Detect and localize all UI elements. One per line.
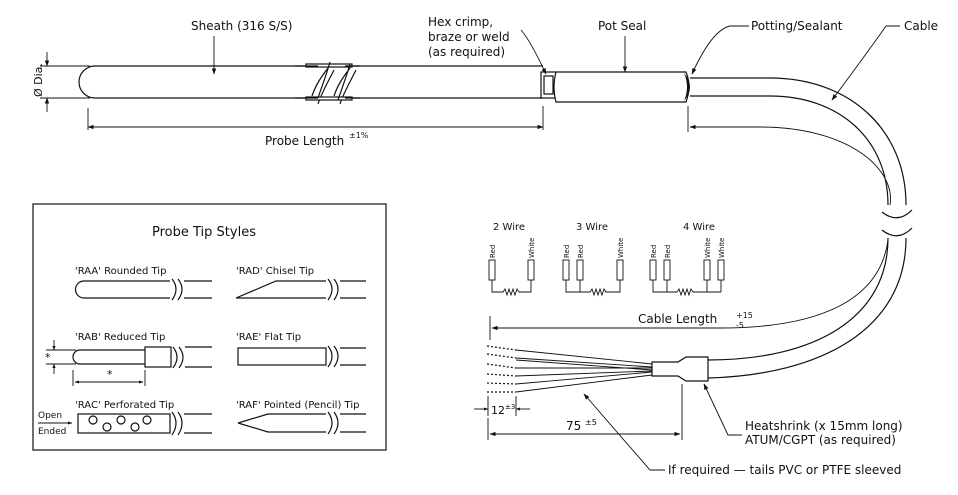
wire-red: Red [563, 245, 571, 258]
wire-red: Red [577, 245, 585, 258]
tip-rac-open-label: Open [38, 411, 62, 421]
wire-white: White [704, 238, 712, 258]
tip-rae-drawing [237, 345, 366, 368]
wiring-2-wire: Red White [488, 238, 536, 297]
tip-raf-label: 'RAF' Pointed (Pencil) Tip [236, 400, 359, 411]
tip-rad-label: 'RAD' Chisel Tip [236, 266, 314, 277]
cable [690, 77, 913, 379]
heatshrink-sleeve [651, 356, 709, 382]
tip-raa-label: 'RAA' Rounded Tip [75, 266, 166, 277]
tail-length-label: 12 [491, 404, 505, 417]
probe-length-dimension [87, 106, 544, 130]
potting-label: Potting/Sealant [751, 19, 843, 33]
heatshrink-label-1: Heatshrink (x 15mm long) [745, 419, 903, 433]
tip-rad-drawing [235, 278, 366, 301]
wire-red: Red [650, 245, 658, 258]
tip-rab-star-1: * [45, 351, 51, 364]
cable-label: Cable [904, 19, 938, 33]
tip-rac-drawing [38, 411, 212, 436]
tip-raa-drawing [74, 278, 212, 301]
heatshrink-position-tol: ±5 [585, 418, 597, 427]
wiring-3-label: 3 Wire [576, 222, 608, 233]
tails-leader [583, 393, 665, 471]
heatshrink-label-2: ATUM/CGPT (as required) [745, 433, 896, 447]
cable-length-tol-plus: +15 [736, 311, 753, 320]
tip-rab-drawing [46, 340, 212, 386]
hex-crimp-label-2: braze or weld [428, 30, 510, 44]
wiring-4-label: 4 Wire [683, 222, 715, 233]
wire-red: Red [664, 245, 672, 258]
cable-tails [486, 345, 653, 393]
wire-red: Red [489, 245, 497, 258]
heatshrink-position-label: 75 [566, 419, 581, 433]
diameter-dimension [40, 52, 90, 112]
probe-sheath [78, 61, 543, 105]
tails-note: If required — tails PVC or PTFE sleeved [668, 463, 901, 477]
tip-rac-ended-label: Ended [38, 427, 66, 437]
tip-rae-label: 'RAE' Flat Tip [236, 332, 301, 343]
wire-white: White [718, 238, 726, 258]
wire-white: White [528, 238, 536, 258]
cable-length-dimension [489, 106, 891, 340]
hex-crimp-leader [520, 29, 547, 75]
hex-crimp-label-3: (as required) [428, 45, 505, 59]
tip-rab-label: 'RAB' Reduced Tip [75, 332, 165, 343]
tip-styles-panel: Probe Tip Styles 'RAA' Rounded Tip 'RAD'… [32, 203, 387, 451]
potting-leader [691, 25, 749, 75]
tip-styles-title: Probe Tip Styles [152, 225, 256, 240]
sheath-label: Sheath (316 S/S) [191, 19, 292, 33]
tip-rab-star-2: * [107, 368, 113, 381]
probe-length-label: Probe Length [265, 134, 344, 148]
pot-seal [553, 71, 690, 103]
tail-dimension [474, 396, 530, 416]
cable-length-tol-minus: -5 [736, 321, 744, 330]
diameter-label: Ø Dia. [32, 63, 45, 97]
wiring-4-wire: Red Red White White [649, 238, 726, 297]
tail-length-tol: ±3 [505, 403, 515, 411]
hex-crimp-label-1: Hex crimp, [428, 15, 493, 29]
wiring-2-label: 2 Wire [493, 222, 525, 233]
probe-length-tolerance: ±1% [349, 131, 369, 140]
heatshrink-position-dimension [487, 384, 683, 440]
cable-length-label: Cable Length [638, 312, 717, 326]
wiring-3-wire: Red Red White [562, 238, 625, 297]
cable-leader [831, 25, 900, 101]
tip-raf-drawing [237, 411, 366, 435]
tip-rac-label: 'RAC' Perforated Tip [75, 400, 174, 411]
wiring-diagrams: 2 Wire 3 Wire 4 Wire Red White Red Red W… [488, 222, 726, 297]
heatshrink-leader [703, 383, 742, 436]
wire-white: White [617, 238, 625, 258]
pot-seal-label: Pot Seal [598, 19, 646, 33]
